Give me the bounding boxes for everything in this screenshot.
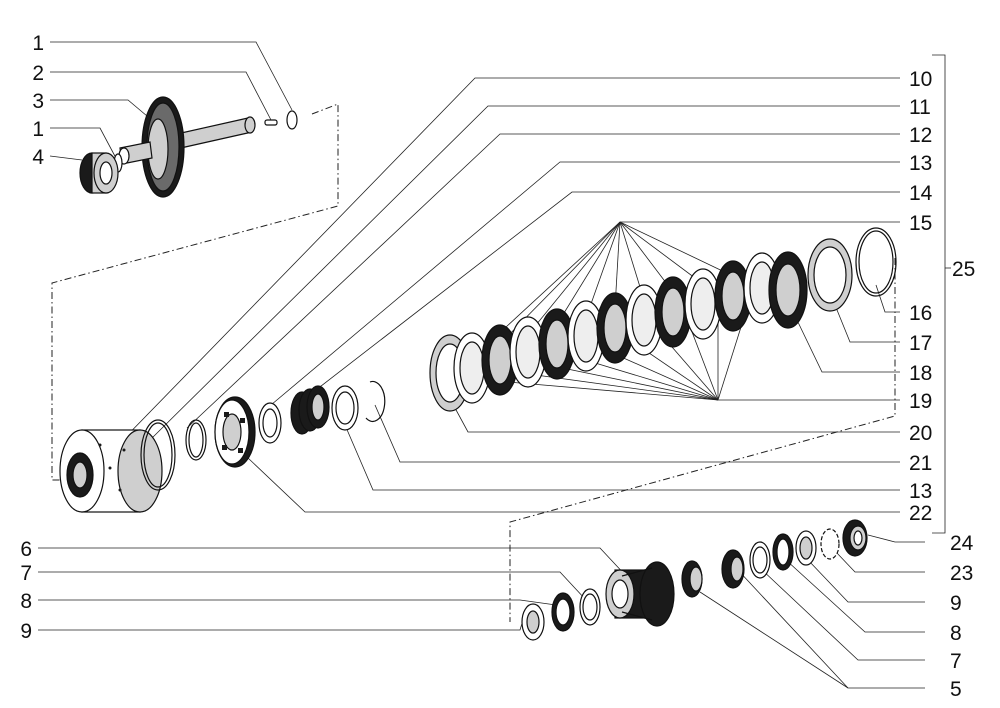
part-hub-6 xyxy=(605,561,675,627)
part-pressure-plate-17 xyxy=(807,238,853,312)
part-spring-pack-14 xyxy=(290,385,330,435)
callout-25: 25 xyxy=(952,258,975,281)
callout-12: 12 xyxy=(909,124,932,147)
callout-8-right: 8 xyxy=(950,622,962,645)
callout-6: 6 xyxy=(20,538,32,561)
part-snap-ring-21 xyxy=(365,380,386,423)
part-clutch-drum-10 xyxy=(59,429,163,513)
callout-3: 3 xyxy=(32,90,44,113)
part-washer-9a xyxy=(521,603,545,641)
part-gear-shaft-3 xyxy=(118,96,256,198)
part-clutch-disc-stack xyxy=(429,251,808,412)
callout-13-lower: 13 xyxy=(909,480,932,503)
callout-5: 5 xyxy=(950,678,962,701)
callout-2: 2 xyxy=(32,62,44,85)
callout-9-right: 9 xyxy=(950,592,962,615)
callout-7-left: 7 xyxy=(20,562,32,585)
part-seal-ring-12 xyxy=(185,419,207,461)
callout-22: 22 xyxy=(909,502,932,525)
callout-1-top: 1 xyxy=(32,32,44,55)
callout-18: 18 xyxy=(909,362,932,385)
part-bearing-4 xyxy=(79,152,119,194)
part-needle-bearing-5b xyxy=(721,549,745,589)
part-lock-washer-23 xyxy=(820,528,840,560)
callout-17: 17 xyxy=(909,332,932,355)
part-seal-8a xyxy=(551,592,575,632)
part-piston-22 xyxy=(214,396,256,468)
callout-7-right: 7 xyxy=(950,650,962,673)
part-snap-ring-16 xyxy=(855,227,897,297)
callout-4: 4 xyxy=(32,146,44,169)
callout-11: 11 xyxy=(909,96,931,119)
callout-14: 14 xyxy=(909,182,933,205)
callout-16: 16 xyxy=(909,302,932,325)
callout-1-lower: 1 xyxy=(32,118,44,141)
callout-15: 15 xyxy=(909,212,932,235)
callout-24: 24 xyxy=(950,532,974,555)
callout-8-left: 8 xyxy=(20,590,32,613)
callout-10: 10 xyxy=(909,68,932,91)
callout-20: 20 xyxy=(909,422,932,445)
callout-labels: 1 2 3 1 4 10 11 12 13 14 15 25 16 17 18 … xyxy=(20,32,975,701)
part-o-ring-1 xyxy=(286,110,298,130)
part-seal-ring-11 xyxy=(140,419,176,491)
part-nut-24 xyxy=(842,519,868,557)
part-needle-bearing-5a xyxy=(681,560,703,598)
part-pin-2 xyxy=(264,119,278,126)
part-ring-7b xyxy=(749,541,771,579)
callout-21: 21 xyxy=(909,452,932,475)
part-ring-7a xyxy=(579,588,601,626)
callout-19: 19 xyxy=(909,390,932,413)
part-ring-13a xyxy=(258,402,282,444)
callout-23: 23 xyxy=(950,562,973,585)
part-washer-9b xyxy=(795,530,817,566)
assembly-axis-lines xyxy=(51,103,896,622)
part-seal-8b xyxy=(772,533,794,571)
callout-9-left: 9 xyxy=(20,620,32,643)
callout-13-upper: 13 xyxy=(909,152,932,175)
part-ring-13b xyxy=(331,385,359,431)
